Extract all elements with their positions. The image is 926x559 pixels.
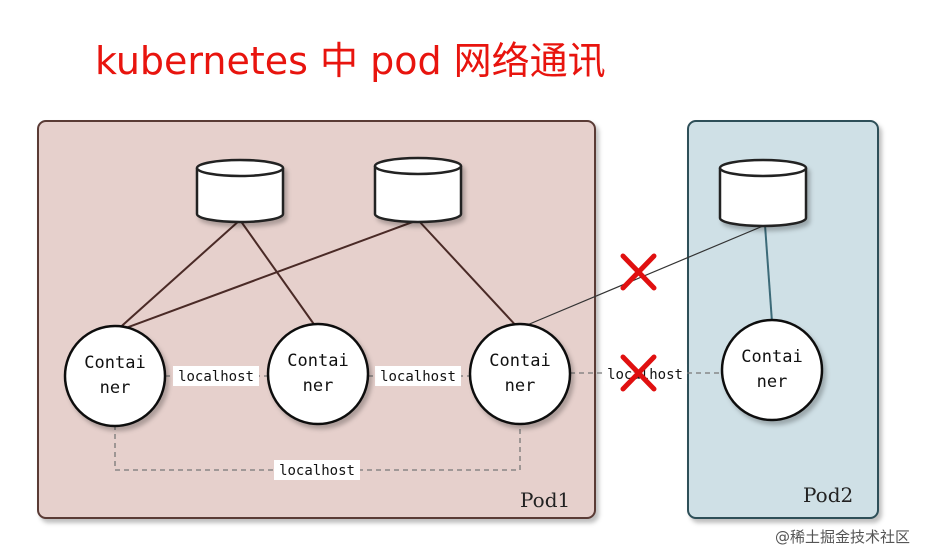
container-3-label-line1: Contai (489, 351, 550, 371)
container-2-label-line1: Contai (287, 351, 348, 371)
localhost-label-c1-c2: localhost (178, 369, 254, 385)
link-vol1-c1 (114, 219, 241, 333)
container-1-label-line1: Contai (84, 353, 145, 373)
container-2-label-line2: ner (303, 376, 334, 396)
container-3-label-line2: ner (505, 376, 536, 396)
volume-1 (195, 158, 285, 224)
volume-3 (718, 158, 808, 228)
container-4-label-line2: ner (757, 372, 788, 392)
localhost-label-c3-pod2: localhost (607, 367, 683, 383)
watermark: @稀土掘金技术社区 (774, 528, 910, 546)
pod1-label: Pod1 (520, 488, 570, 512)
localhost-label-c1-c3: localhost (279, 463, 355, 479)
pod2-label: Pod2 (803, 483, 853, 507)
pod1-box: Pod1 (37, 120, 596, 519)
cross-icon (620, 354, 657, 392)
container-1 (63, 324, 167, 428)
cross-icon (620, 253, 657, 291)
container-2 (266, 322, 370, 426)
link-vol2-c1 (114, 219, 419, 333)
container-4-label-line1: Contai (741, 347, 802, 367)
container-4 (720, 318, 824, 422)
volume-2 (373, 156, 463, 224)
page-title: kubernetes 中 pod 网络通讯 (95, 39, 606, 83)
link-vol3-c4 (764, 224, 773, 323)
link-vol2-c3 (417, 219, 521, 331)
container-3 (468, 322, 572, 426)
localhost-labels: localhost localhost localhost localhost (173, 364, 687, 480)
container-1-label-line2: ner (100, 378, 131, 398)
localhost-label-c2-c3: localhost (380, 369, 456, 385)
link-vol1-c2 (239, 219, 319, 331)
volume-links (114, 219, 521, 333)
